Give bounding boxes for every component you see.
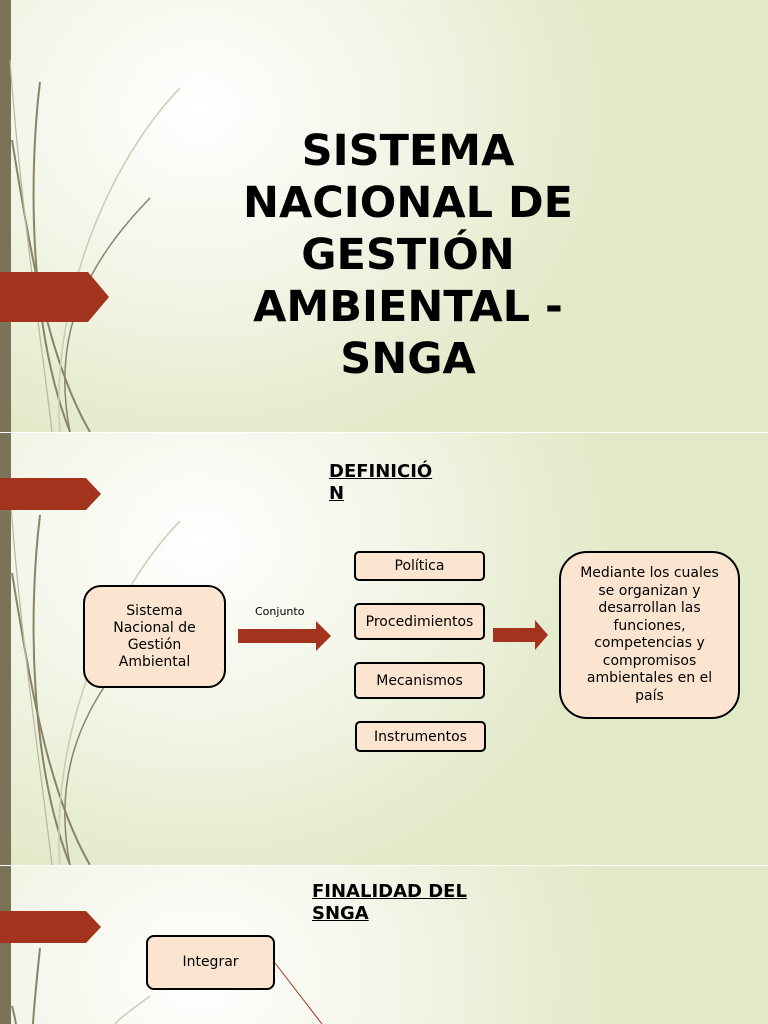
accent-arrow-tab: [0, 911, 101, 943]
left-accent-bar: [0, 433, 11, 865]
section-heading: DEFINICIÓ N: [329, 461, 433, 504]
item-box-procedimientos: Procedimientos: [354, 603, 485, 640]
connector-label: Conjunto: [255, 605, 305, 618]
accent-arrow-tab: [0, 272, 109, 322]
right-arrow-icon: [493, 620, 548, 650]
page-title: SISTEMA NACIONAL DE GESTIÓN AMBIENTAL - …: [242, 126, 574, 384]
integrar-box: Integrar: [146, 935, 275, 990]
connector-line: [274, 962, 323, 1024]
left-accent-bar: [0, 0, 11, 432]
result-box: Mediante los cuales se organizan y desar…: [559, 551, 740, 719]
decorative-curves: [9, 59, 181, 432]
item-box-instrumentos: Instrumentos: [355, 721, 486, 752]
section-heading: FINALIDAD DEL SNGA: [312, 881, 467, 924]
left-accent-bar: [0, 866, 11, 1024]
decorative-curves: [11, 947, 151, 1024]
item-box-politica: Política: [354, 551, 485, 581]
accent-arrow-tab: [0, 478, 101, 510]
slide-definicion: DEFINICIÓ N Sistema Nacional de Gestión …: [0, 433, 768, 865]
source-box: Sistema Nacional de Gestión Ambiental: [83, 585, 226, 688]
slide-finalidad: FINALIDAD DEL SNGA Integrar: [0, 866, 768, 1024]
item-box-mecanismos: Mecanismos: [354, 662, 485, 699]
slide-title: SISTEMA NACIONAL DE GESTIÓN AMBIENTAL - …: [0, 0, 768, 432]
right-arrow-icon: [238, 621, 331, 651]
